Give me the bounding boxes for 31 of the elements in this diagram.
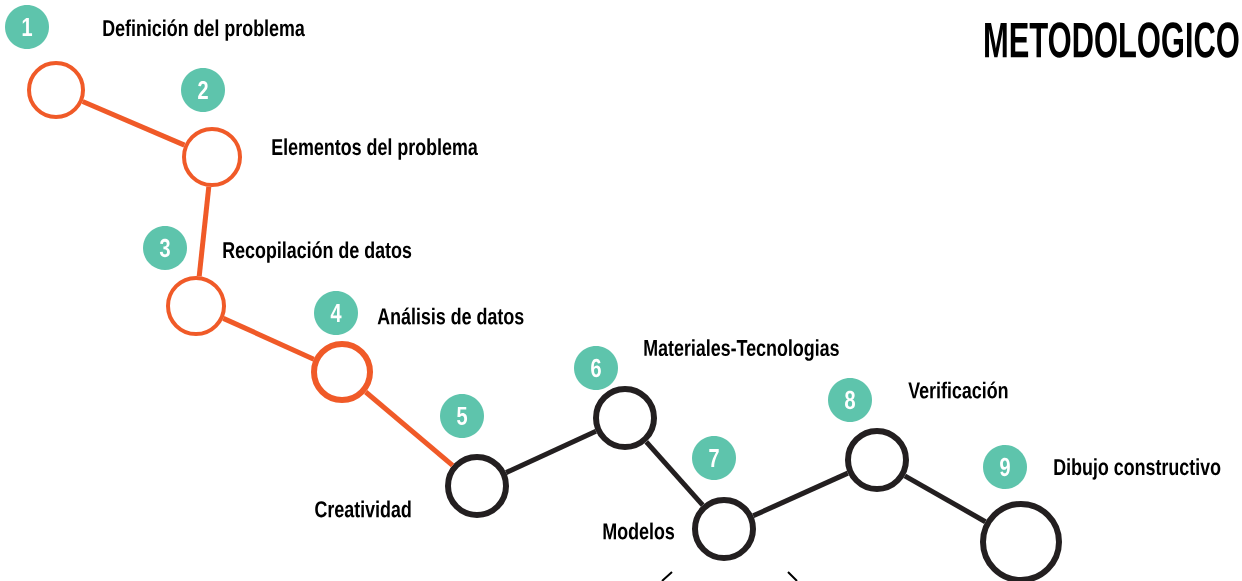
- step-label: Dibujo constructivo: [1054, 458, 1221, 480]
- number-badge: 7: [692, 436, 736, 480]
- step-label: Verificación: [908, 381, 1008, 399]
- step-label: Materiales-Tecnologias: [644, 339, 839, 361]
- connector-line: [81, 99, 186, 148]
- connector-line: [903, 473, 987, 524]
- number-badge: 6: [574, 346, 618, 390]
- step-circle: [692, 497, 756, 561]
- step-label: Análisis de datos: [377, 307, 524, 325]
- step-circle: [182, 127, 242, 187]
- connector-line: [752, 470, 849, 519]
- step-circle: [166, 276, 226, 336]
- number-badge: 3: [143, 226, 187, 270]
- step-label: Creatividad: [315, 500, 411, 518]
- connector-line: [222, 316, 315, 362]
- number-badge: 4: [314, 291, 358, 335]
- connector-line: [644, 440, 705, 507]
- step-label: Modelos: [603, 522, 675, 540]
- step-circle: [445, 454, 509, 518]
- step-label: Recopilación de datos: [223, 241, 412, 263]
- connector-line: [505, 429, 597, 475]
- number-badge: 2: [181, 68, 225, 112]
- step-label: Definición del problema: [103, 19, 305, 41]
- connector-line: [196, 186, 212, 277]
- step-label: Elementos del problema: [272, 138, 478, 160]
- number-badge: 8: [828, 378, 872, 422]
- title: METODOLOGICO: [985, 22, 1239, 58]
- number-badge: 5: [440, 394, 484, 438]
- number-badge: 1: [5, 5, 49, 49]
- number-badge: 9: [983, 445, 1027, 489]
- connector-line: [364, 390, 455, 468]
